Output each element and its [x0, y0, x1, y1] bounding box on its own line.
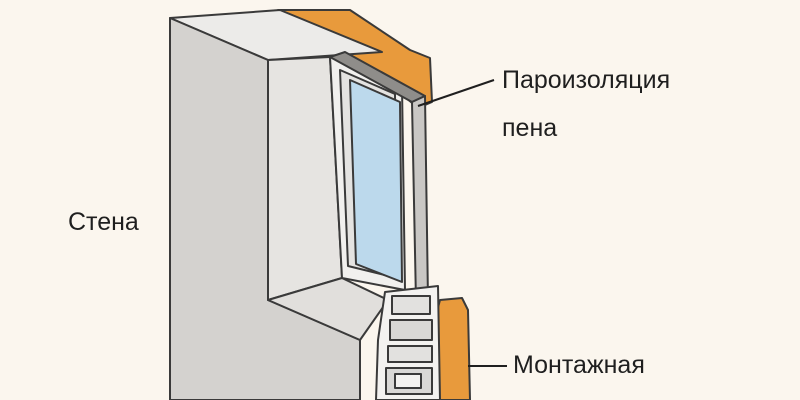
window-glass	[349, 79, 403, 283]
foam-label: пена	[502, 114, 558, 142]
profile-chamber-1	[391, 295, 431, 315]
vapor-barrier-label: Пароизоляция	[502, 66, 671, 94]
profile-chamber-2	[389, 319, 433, 341]
wall-label: Стена	[68, 208, 139, 236]
wall-reveal-side	[267, 56, 343, 301]
vapor-leader-line	[417, 79, 495, 107]
profile-chamber-5	[394, 373, 422, 389]
mounting-label: Монтажная	[513, 351, 645, 379]
vapor-barrier-edge	[411, 95, 429, 303]
profile-chamber-3	[387, 345, 433, 363]
